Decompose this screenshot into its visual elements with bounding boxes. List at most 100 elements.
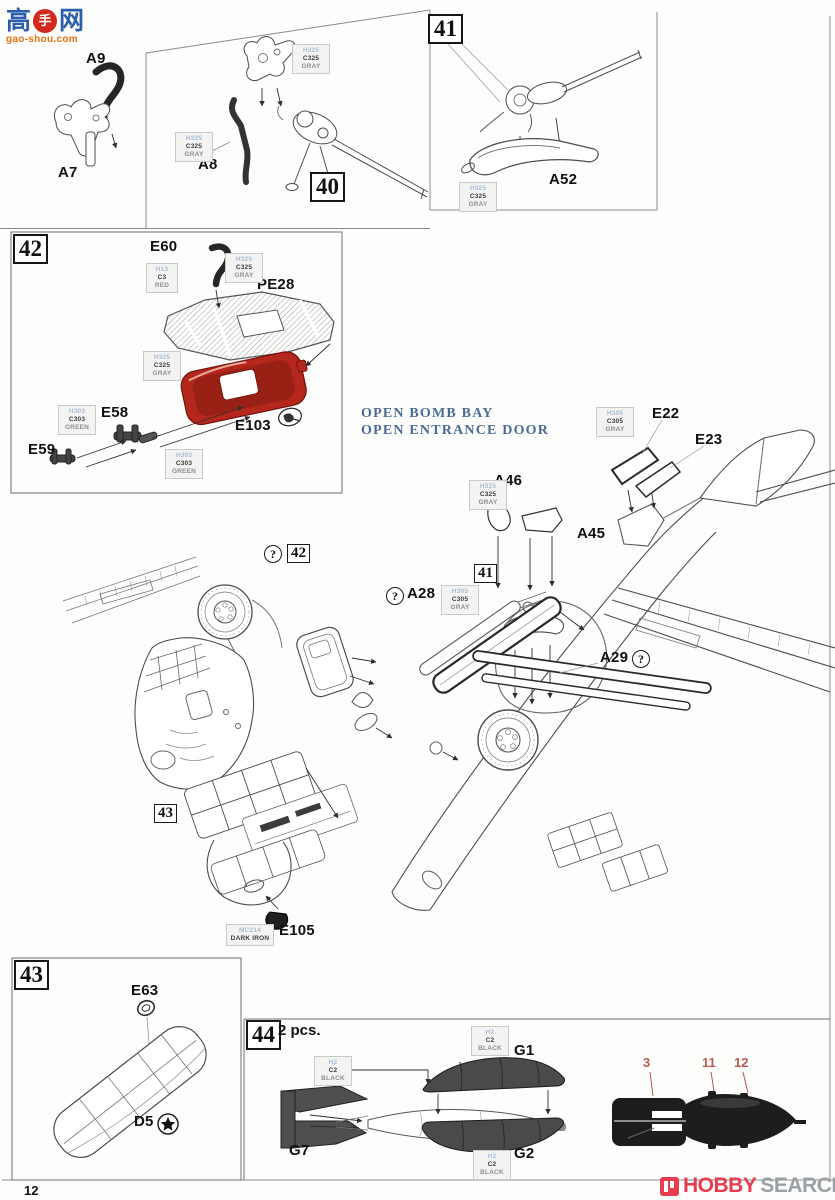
paint-code-aqueous: H2 [487, 1153, 497, 1160]
paint-code-aqueous: H325 [302, 47, 320, 54]
paint-code-aqueous: H13 [155, 266, 169, 273]
paint-code-mrcolor: C3 [157, 274, 167, 281]
region-dividers [0, 9, 833, 1181]
hobby-search-icon [660, 1176, 679, 1196]
paint-color-name: DARK IRON [230, 935, 270, 942]
step43-drawing [53, 999, 207, 1158]
paint-callout-c15: H2 C2 BLACK [473, 1150, 511, 1180]
paint-callout-c14: H2 C2 BLACK [314, 1056, 352, 1086]
paint-callout-c6: H325 C325 GRAY [143, 351, 181, 381]
paint-code-mrcolor: C303 [175, 460, 193, 467]
paint-color-name: GREEN [171, 468, 197, 475]
paint-code-aqueous: H303 [175, 452, 193, 459]
part-label-e105: E105 [279, 922, 315, 939]
paint-color-name: GREEN [64, 424, 90, 431]
bomb-paint-guide-drawing [612, 1071, 806, 1149]
paint-code-mrcolor: C325 [302, 55, 320, 62]
paint-color-name: GRAY [478, 499, 498, 506]
paint-code-mrcolor: C2 [487, 1161, 497, 1168]
part-label-g1: G1 [514, 1042, 535, 1059]
paint-color-name: GRAY [234, 272, 254, 279]
part-label-e103: E103 [235, 417, 271, 434]
paint-code-aqueous: H303 [68, 408, 86, 415]
open-entrance-door-note: OPEN ENTRANCE DOOR [361, 423, 550, 438]
paint-color-name: GRAY [468, 201, 488, 208]
step-43-box: 43 [14, 960, 49, 990]
part-label-e58: E58 [101, 404, 129, 421]
paint-color-name: BLACK [478, 1045, 502, 1052]
step-41-box: 41 [428, 14, 463, 44]
hobby-search-brand-gray: SEARCH [760, 1174, 835, 1197]
rear-fuselage-drawing [296, 419, 835, 911]
page-number: 12 [24, 1183, 39, 1198]
part-label-e63: E63 [131, 982, 159, 999]
paint-code-mrcolor: C2 [328, 1067, 338, 1074]
paint-code-mrcolor: C2 [485, 1037, 495, 1044]
paint-code-mrcolor: C325 [153, 362, 171, 369]
optional-mark-icon: ? [632, 650, 650, 668]
paint-callout-c4: H13 C3 RED [146, 263, 178, 293]
part-label-a7: A7 [58, 164, 78, 181]
paint-callout-c12: MC214 DARK IRON [226, 924, 274, 946]
part-label-pe28: PE28 [257, 276, 295, 293]
paint-callout-c10: H325 C325 GRAY [469, 480, 507, 510]
part-label-d5: D5 [134, 1113, 154, 1130]
paint-color-name: RED [154, 282, 170, 289]
step-44-quantity-note: 2 pcs. [278, 1022, 321, 1039]
paint-color-name: GRAY [184, 151, 204, 158]
color-ref-number-3: 3 [643, 1055, 651, 1070]
part-label-g2: G2 [514, 1145, 535, 1162]
paint-color-name: BLACK [321, 1075, 345, 1082]
paint-code-aqueous: H325 [235, 256, 253, 263]
part-label-e22: E22 [652, 405, 680, 422]
watermark-logo: 高 手 网 gao-shou.com [6, 8, 116, 45]
paint-callout-c7: H303 C303 GREEN [58, 405, 96, 435]
paint-callout-c9: H305 C305 GRAY [596, 407, 634, 437]
step-44-box: 44 [246, 1020, 281, 1050]
step-42-reference-box: 42 [287, 544, 310, 563]
paint-code-aqueous: H325 [469, 185, 487, 192]
step41-drawing [447, 37, 643, 176]
part-label-a52: A52 [549, 171, 578, 188]
paint-color-name: GRAY [605, 426, 625, 433]
paint-code-aqueous: H325 [185, 135, 203, 142]
step42-drawing [49, 243, 335, 468]
paint-code-mrcolor: C325 [479, 491, 497, 498]
forward-fuselage-drawing [62, 556, 358, 930]
hobby-search-brand-red: HOBBY [683, 1174, 757, 1197]
step-41-reference-box: 41 [474, 564, 497, 583]
part-label-e59: E59 [28, 441, 56, 458]
part-label-a28: A28 [407, 585, 436, 602]
watermark-badge-icon: 手 [33, 9, 58, 33]
paint-callout-c1: H325 C325 GRAY [292, 44, 330, 74]
paint-code-mrcolor: C325 [469, 193, 487, 200]
part-label-e23: E23 [695, 431, 723, 448]
watermark-url: gao-shou.com [6, 34, 78, 45]
paint-code-aqueous: H2 [485, 1029, 495, 1036]
paint-code-metal: MC214 [239, 927, 261, 934]
step40-drawing [54, 36, 429, 200]
paint-color-name: GRAY [152, 370, 172, 377]
paint-code-aqueous: H325 [479, 483, 497, 490]
step-42-box: 42 [13, 234, 48, 264]
watermark-char: 网 [59, 7, 85, 35]
paint-code-mrcolor: C325 [185, 143, 203, 150]
paint-callout-c3: H325 C325 GRAY [459, 182, 497, 212]
paint-color-name: GRAY [301, 63, 321, 70]
open-bomb-bay-note: OPEN BOMB BAY [361, 406, 494, 421]
part-label-a29: A29 [600, 649, 629, 666]
paint-code-aqueous: H2 [328, 1059, 338, 1066]
paint-callout-c8: H303 C303 GREEN [165, 449, 203, 479]
paint-code-aqueous: H325 [153, 354, 171, 361]
hobby-search-logo: HOBBY SEARCH [660, 1174, 835, 1198]
color-ref-number-12: 12 [734, 1055, 749, 1070]
step-40-box: 40 [310, 172, 345, 202]
paint-code-mrcolor: C303 [68, 416, 86, 423]
color-ref-number-11: 11 [702, 1055, 716, 1070]
part-label-g7: G7 [289, 1142, 310, 1159]
step44-drawing [280, 1052, 566, 1153]
optional-mark-icon: ? [264, 545, 282, 563]
paint-code-mrcolor: C305 [451, 596, 469, 603]
step-43-reference-box: 43 [154, 804, 177, 823]
